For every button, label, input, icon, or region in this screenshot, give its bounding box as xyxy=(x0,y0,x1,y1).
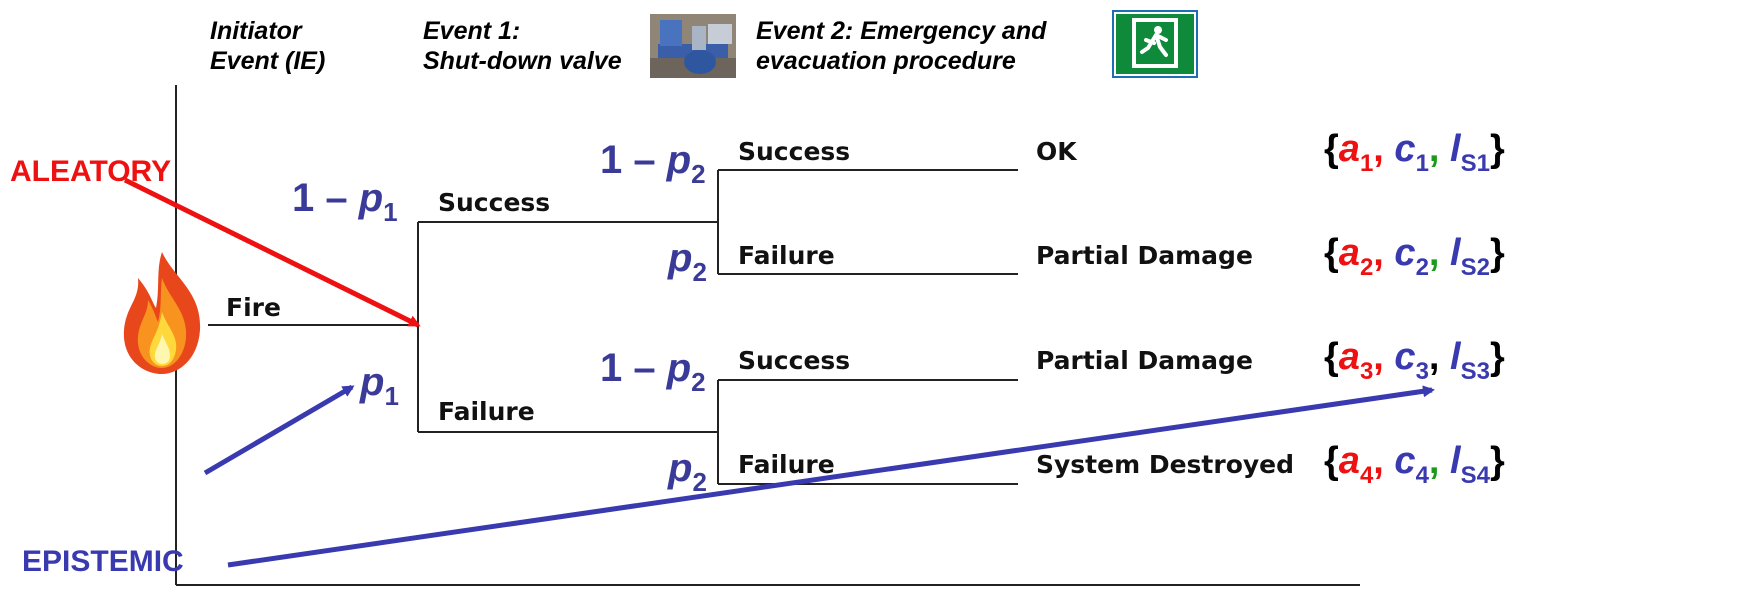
prob-symbol: p xyxy=(666,346,692,390)
prob-1-minus-p2-upper: 1 – p2 xyxy=(600,138,706,187)
outcome-label: System Destroyed xyxy=(1036,450,1295,479)
brace-open: { xyxy=(1324,440,1339,482)
set-l-index: S4 xyxy=(1460,462,1490,489)
prob-p2-upper: p2 xyxy=(668,236,707,285)
event1-failure-label: Failure xyxy=(438,397,535,426)
set-l-index: S1 xyxy=(1460,150,1490,177)
event2-failure-label-upper: Failure xyxy=(738,241,835,270)
set-a-index: 1 xyxy=(1359,150,1374,177)
set-a-index: 3 xyxy=(1359,358,1374,385)
prob-subscript: 2 xyxy=(692,467,707,497)
brace-close: } xyxy=(1489,440,1505,482)
set-l: l xyxy=(1450,128,1461,170)
prob-symbol: p xyxy=(358,176,384,220)
prob-subscript: 1 xyxy=(383,197,398,227)
set-comma: , xyxy=(1373,336,1384,378)
header-line: Event 1: xyxy=(423,17,521,45)
set-c: c xyxy=(1394,336,1416,378)
set-c: c xyxy=(1394,128,1416,170)
brace-open: { xyxy=(1324,128,1339,170)
emergency-exit-icon xyxy=(1112,10,1198,78)
valve-photo xyxy=(650,14,736,78)
fire-label: Fire xyxy=(226,293,281,322)
prob-subscript: 2 xyxy=(692,257,707,287)
outcome-label: Partial Damage xyxy=(1036,346,1253,375)
prob-subscript: 2 xyxy=(691,367,706,397)
set-c: c xyxy=(1394,232,1416,274)
outcome-set-3: {a3, c3, lS3} xyxy=(1324,336,1505,384)
outcome-label: OK xyxy=(1036,137,1077,166)
prob-symbol: p xyxy=(668,446,693,490)
set-a: a xyxy=(1338,336,1360,378)
prob-p1: p1 xyxy=(360,360,399,409)
prob-prefix: 1 – xyxy=(292,176,359,220)
event2-success-label-lower: Success xyxy=(738,346,851,375)
set-comma: , xyxy=(1373,128,1384,170)
header-line: evacuation procedure xyxy=(756,47,1016,75)
brace-open: { xyxy=(1324,232,1339,274)
brace-open: { xyxy=(1324,336,1339,378)
brace-close: } xyxy=(1489,128,1505,170)
epistemic-arrow-c3 xyxy=(227,385,1435,568)
header-event2: Event 2: Emergency and evacuation proced… xyxy=(756,16,1046,76)
header-line: Event 2: Emergency and xyxy=(756,17,1047,45)
set-comma: , xyxy=(1428,440,1440,482)
prob-symbol: p xyxy=(666,138,692,182)
set-comma: , xyxy=(1373,232,1384,274)
set-a: a xyxy=(1338,232,1360,274)
set-c-index: 2 xyxy=(1415,254,1429,281)
set-l: l xyxy=(1450,440,1461,482)
header-event1: Event 1: Shut-down valve xyxy=(423,16,622,76)
set-c: c xyxy=(1394,440,1416,482)
brace-close: } xyxy=(1489,336,1505,378)
header-initiator-event: Initiator Event (IE) xyxy=(210,16,325,76)
prob-symbol: p xyxy=(360,360,385,404)
set-l-index: S2 xyxy=(1460,254,1490,281)
prob-subscript: 2 xyxy=(691,159,706,189)
event1-success-label: Success xyxy=(438,188,551,217)
set-comma: , xyxy=(1428,232,1440,274)
aleatory-label: ALEATORY xyxy=(10,155,172,188)
set-comma: , xyxy=(1428,336,1440,378)
set-l: l xyxy=(1450,232,1461,274)
prob-1-minus-p2-lower: 1 – p2 xyxy=(600,346,706,395)
fire-icon xyxy=(123,252,201,374)
event2-success-label-upper: Success xyxy=(738,137,851,166)
set-l-index: S3 xyxy=(1460,358,1490,385)
prob-symbol: p xyxy=(668,236,693,280)
header-line: Event (IE) xyxy=(210,47,326,75)
prob-1-minus-p1: 1 – p1 xyxy=(292,176,398,225)
set-comma: , xyxy=(1428,128,1440,170)
set-a: a xyxy=(1338,128,1360,170)
outcome-label: Partial Damage xyxy=(1036,241,1253,270)
epistemic-arrow-p1 xyxy=(203,384,355,476)
outcome-set-4: {a4, c4, lS4} xyxy=(1324,440,1505,488)
prob-subscript: 1 xyxy=(384,381,399,411)
aleatory-arrow xyxy=(123,177,421,328)
brace-close: } xyxy=(1489,232,1505,274)
outcome-set-2: {a2, c2, lS2} xyxy=(1324,232,1505,280)
header-line: Shut-down valve xyxy=(423,47,622,75)
outcome-set-1: {a1, c1, lS1} xyxy=(1324,128,1505,176)
set-c-index: 4 xyxy=(1415,462,1429,489)
prob-prefix: 1 – xyxy=(600,346,667,390)
set-comma: , xyxy=(1373,440,1384,482)
epistemic-label: EPISTEMIC xyxy=(22,545,184,578)
prob-prefix: 1 – xyxy=(600,138,667,182)
prob-p2-lower: p2 xyxy=(668,446,707,495)
header-line: Initiator xyxy=(210,17,302,45)
set-c-index: 3 xyxy=(1415,358,1429,385)
set-a-index: 4 xyxy=(1359,462,1374,489)
set-a: a xyxy=(1338,440,1360,482)
set-l: l xyxy=(1450,336,1461,378)
set-c-index: 1 xyxy=(1415,150,1429,177)
event2-failure-label-lower: Failure xyxy=(738,450,835,479)
set-a-index: 2 xyxy=(1359,254,1374,281)
